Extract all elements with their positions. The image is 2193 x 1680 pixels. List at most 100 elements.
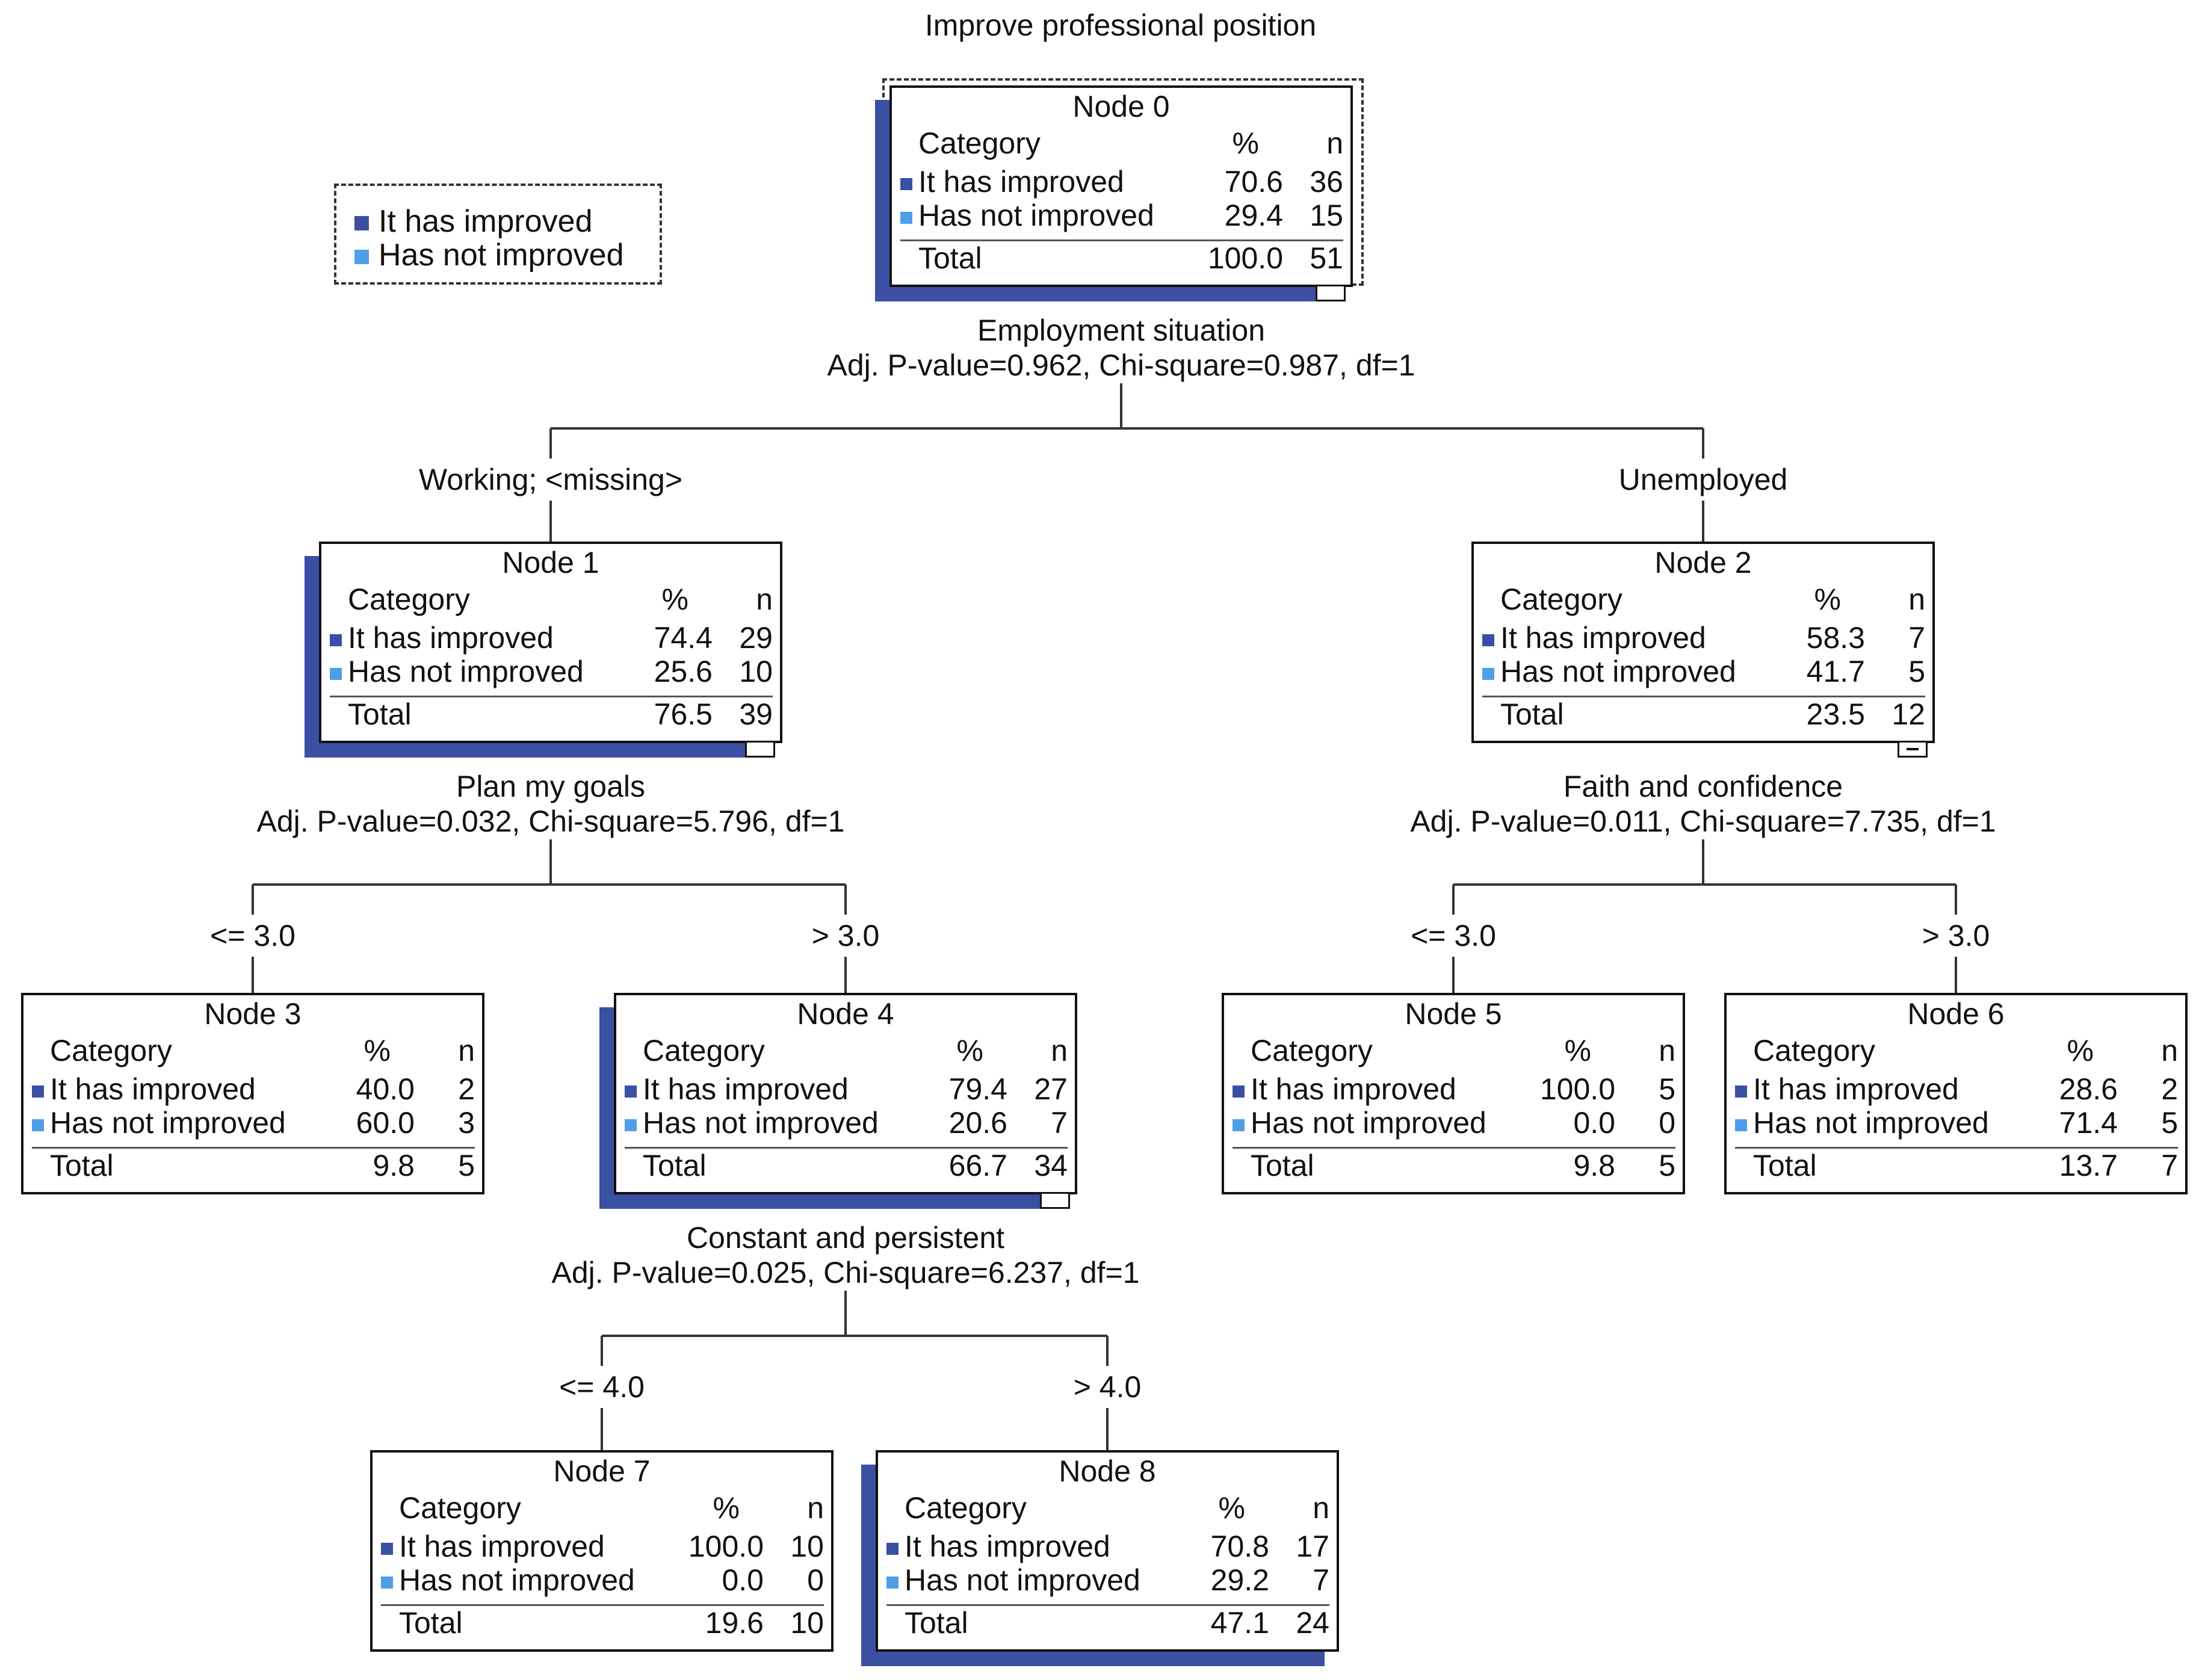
row-pct: 71.4 [2059,1106,2118,1140]
total-pct: 9.8 [1573,1149,1615,1182]
row-pct: 41.7 [1806,655,1865,688]
total-label: Total [1251,1149,1314,1182]
swatch-not-improved [1233,1119,1245,1131]
node-title: Node 5 [1405,997,1502,1031]
total-pct: 47.1 [1210,1606,1269,1640]
swatch-improved [32,1086,44,1098]
header-category: Category [1753,1034,1875,1067]
legend-swatch-improved [354,216,369,230]
row-pct: 70.8 [1210,1530,1269,1563]
total-pct: 100.0 [1207,241,1283,275]
row-n: 5 [2161,1106,2178,1140]
branch-label: Working; <missing> [418,463,683,496]
swatch-improved [330,634,342,646]
row-pct: 70.6 [1224,165,1283,199]
collapse-toggle-icon[interactable] [1316,285,1346,301]
total-n: 24 [1296,1606,1329,1640]
swatch-not-improved [330,668,342,680]
node-title: Node 1 [502,546,599,579]
row-label: Has not improved [399,1563,635,1597]
row-pct: 100.0 [1539,1072,1615,1106]
row-label: Has not improved [1500,655,1736,688]
branch-label: > 4.0 [1073,1370,1142,1404]
total-pct: 76.5 [654,697,713,731]
row-label: Has not improved [918,199,1154,232]
row-n: 27 [1034,1072,1068,1106]
header-category: Category [1500,582,1622,616]
header-n: n [1659,1034,1675,1067]
row-n: 10 [739,655,773,688]
header-category: Category [643,1034,765,1067]
split-stats-label: Adj. P-value=0.032, Chi-square=5.796, df… [256,804,845,838]
collapse-toggle-icon[interactable] [1898,741,1928,758]
row-n: 36 [1310,165,1343,199]
row-n: 15 [1310,199,1343,232]
row-n: 10 [790,1530,824,1563]
row-label: It has improved [399,1530,605,1563]
branch-label: > 3.0 [811,919,880,953]
row-pct: 74.4 [654,621,713,655]
split-stats-label: Adj. P-value=0.011, Chi-square=7.735, df… [1410,804,1996,838]
header-pct: % [363,1034,391,1067]
header-pct: % [661,582,688,616]
total-label: Total [50,1149,114,1182]
row-pct: 79.4 [948,1072,1007,1106]
header-category: Category [918,126,1041,160]
split-variable-label: Employment situation [977,313,1266,347]
row-pct: 0.0 [1573,1106,1615,1140]
header-category: Category [905,1491,1027,1525]
total-label: Total [1753,1149,1817,1182]
row-pct: 25.6 [654,655,713,688]
collapse-toggle-icon[interactable] [745,741,775,758]
node-total-row: Total 47.1 24 [886,1604,1329,1640]
node-title: Node 8 [1059,1454,1156,1488]
total-label: Total [905,1606,968,1640]
total-n: 5 [1659,1149,1675,1182]
branch-label: <= 3.0 [210,919,295,953]
row-pct: 0.0 [722,1563,764,1597]
node-total-row: Total 9.8 5 [1233,1147,1675,1182]
tree-title: Improve professional position [924,8,1317,42]
swatch-improved [1482,634,1494,646]
split-variable-label: Plan my goals [456,770,646,803]
node-title: Node 2 [1654,546,1752,579]
swatch-improved [900,178,912,190]
swatch-improved [625,1086,637,1098]
legend: It has improved Has not improved [334,184,662,285]
header-pct: % [1218,1491,1245,1525]
split-variable-label: Faith and confidence [1563,770,1843,803]
row-n: 29 [739,621,773,655]
total-pct: 9.8 [373,1149,415,1182]
row-label: It has improved [905,1530,1110,1563]
row-label: It has improved [50,1072,256,1106]
header-pct: % [713,1491,740,1525]
row-n: 2 [458,1072,475,1106]
header-n: n [458,1034,475,1067]
branch-label: Unemployed [1618,463,1788,496]
total-pct: 13.7 [2059,1149,2118,1182]
row-n: 3 [458,1106,475,1140]
row-n: 7 [1051,1106,1068,1140]
row-pct: 60.0 [356,1106,415,1140]
collapse-toggle-icon[interactable] [1040,1192,1070,1209]
header-category: Category [399,1491,521,1525]
row-n: 17 [1296,1530,1329,1563]
header-n: n [1313,1491,1329,1525]
header-pct: % [1814,582,1841,616]
total-label: Total [1500,697,1564,731]
header-n: n [1908,582,1925,616]
